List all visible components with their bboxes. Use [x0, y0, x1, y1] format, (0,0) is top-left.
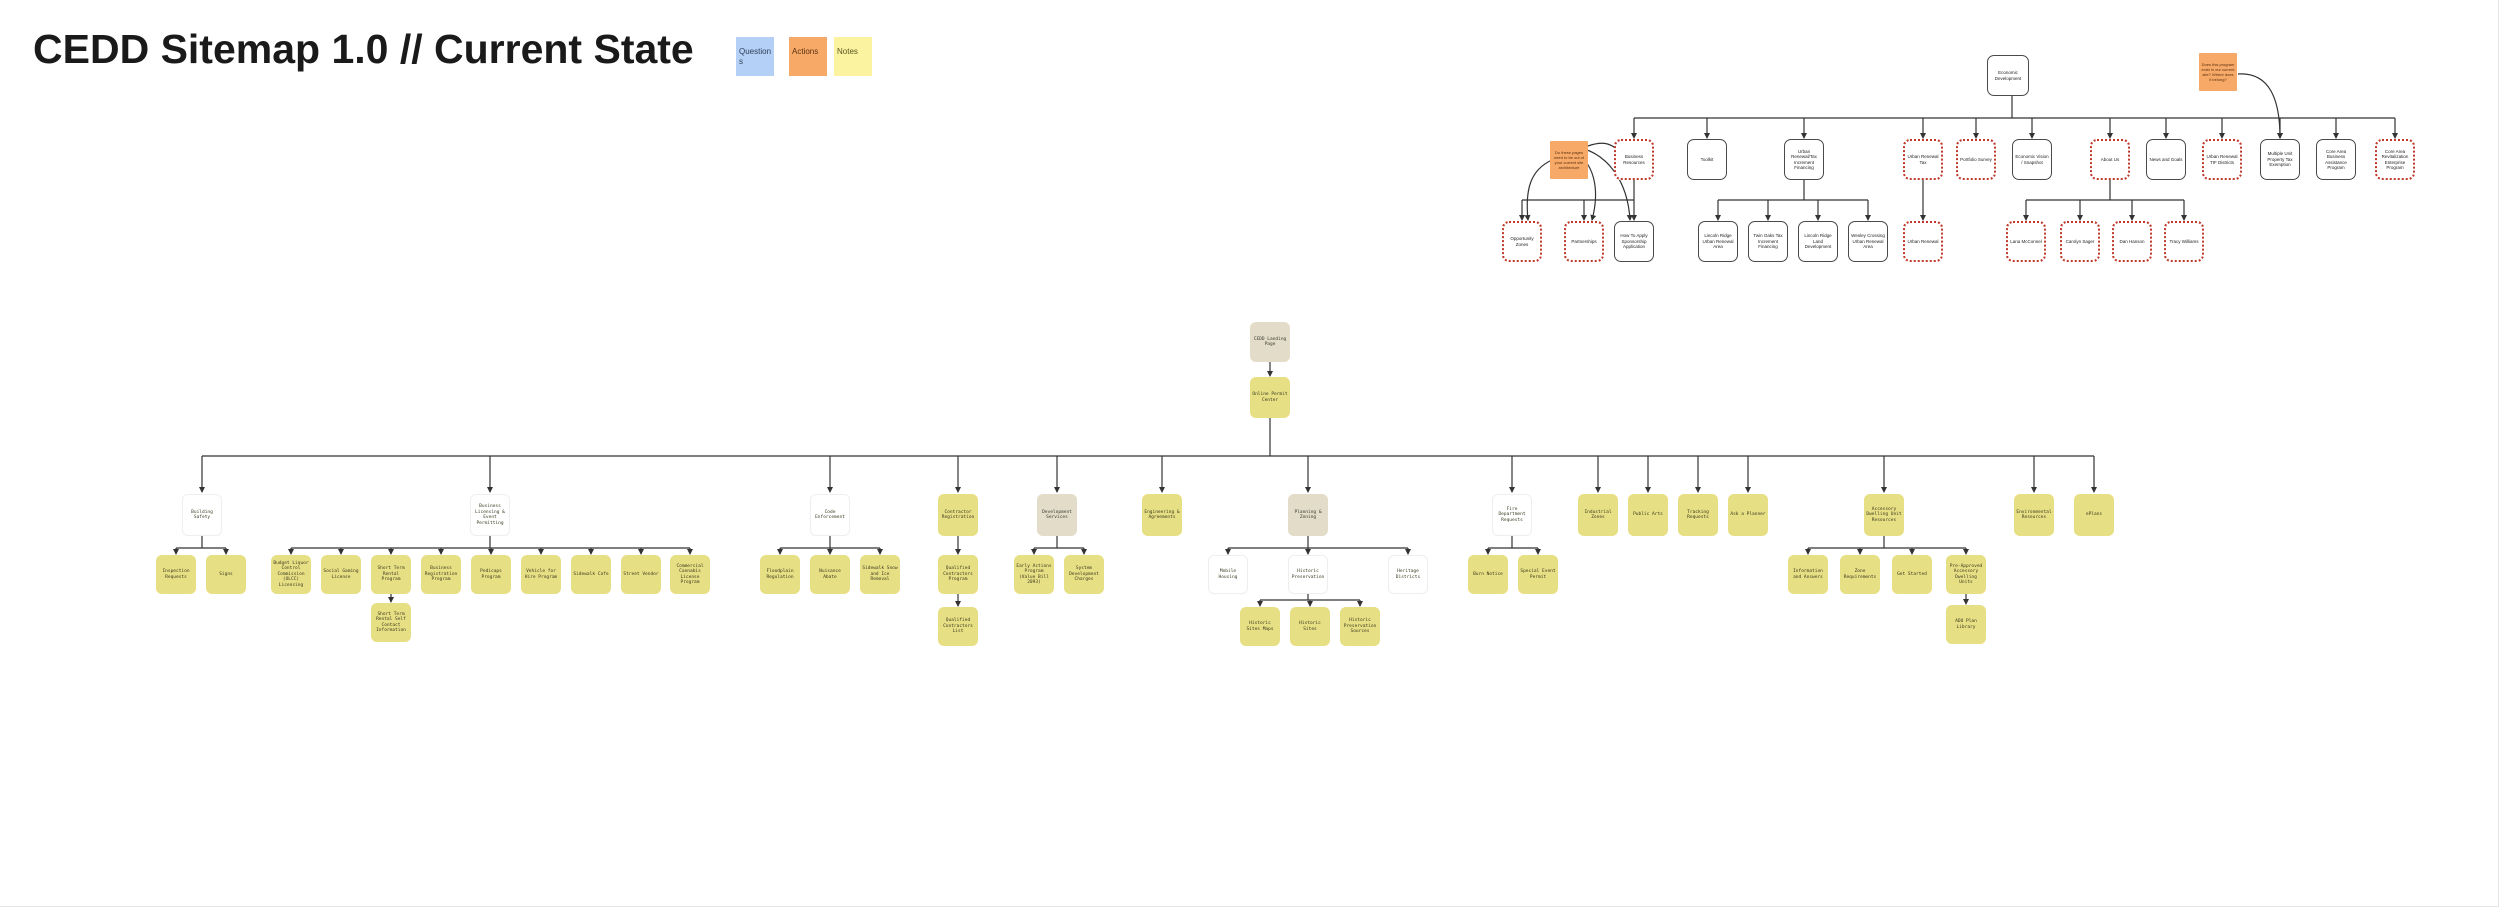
node-public-arts: Public Arts [1628, 494, 1668, 536]
node-nuisance-abate: Nuisance Abate [810, 555, 850, 594]
node-industrial-zones: Industrial Zones [1578, 494, 1618, 536]
node-special-event: Special Event Permit [1518, 555, 1558, 594]
node-historic-sites-maps: Historic Sites Maps [1240, 607, 1280, 646]
node-toolkit: Toolkit [1687, 139, 1727, 180]
node-person-1: Lana McConnel [2006, 221, 2046, 262]
node-person-3: Dan Hanson [2112, 221, 2152, 262]
node-inspection-requests: Inspection Requests [156, 555, 196, 594]
node-building-safety: Building Safety [182, 494, 222, 536]
node-person-2: Carolyn Sager [2060, 221, 2100, 262]
node-development-services: Development Services [1037, 494, 1077, 536]
node-core-area-business: Core Area Business Assistance Program [2316, 139, 2356, 180]
node-business-resources: Business Resources [1614, 139, 1654, 180]
node-signs: Signs [206, 555, 246, 594]
node-opportunity-zones: Opportunity Zones [1502, 221, 1542, 262]
node-environmental-resources: Environmental Resources [2014, 494, 2054, 536]
node-get-started: Get Started [1892, 555, 1932, 594]
node-planning-zoning: Planning & Zoning [1288, 494, 1328, 536]
node-zone-requirements: Zone Requirements [1840, 555, 1880, 594]
node-tracking-requests: Tracking Requests [1678, 494, 1718, 536]
node-portfolio-survey: Portfolio Survey [1956, 139, 1996, 180]
node-lincoln-ridge-land: Lincoln Ridge Land Development [1798, 221, 1838, 262]
node-floodplain: Floodplain Regulation [760, 555, 800, 594]
node-contractor-registration: Contractor Registration [938, 494, 978, 536]
node-business-registration: Business Registration Program [421, 555, 461, 594]
node-adu-plan-library: ADU Plan Library [1946, 605, 1986, 644]
node-eplans: ePlans [2074, 494, 2114, 536]
node-liquor-licensing: Budget Liquor Control Commission (OLCC) … [271, 555, 311, 594]
node-burn-notice: Burn Notice [1468, 555, 1508, 594]
node-lincoln-ridge-ura: Lincoln Ridge Urban Renewal Area [1698, 221, 1738, 262]
node-urban-renewal-tax: Urban Renewal Tax [1903, 139, 1943, 180]
node-fire-department: Fire Department Requests [1492, 494, 1532, 536]
node-multiple-unit-exemption: Multiple Unit Property Tax Exemption [2260, 139, 2300, 180]
node-sidewalk-snow: Sidewalk Snow and Ice Removal [860, 555, 900, 594]
node-cedd-landing: CEDD Landing Page [1250, 322, 1290, 362]
node-online-permit-center: Online Permit Center [1250, 377, 1290, 418]
node-historic-preservation-sources: Historic Preservation Sources [1340, 607, 1380, 646]
node-adu-resources: Accessory Dwelling Unit Resources [1864, 494, 1904, 536]
node-short-term-rental: Short Term Rental Program [371, 555, 411, 594]
node-cannabis-license: Commercial Cannabis License Program [670, 555, 710, 594]
node-system-development: System Development Charges [1064, 555, 1104, 594]
node-person-4: Tracy Williams [2164, 221, 2204, 262]
node-engineering-agreements: Engineering & Agreements [1142, 494, 1182, 536]
node-news-goals: News and Goals [2146, 139, 2186, 180]
node-how-to-apply: How To Apply Sponsorship Application [1614, 221, 1654, 262]
legend-notes: Notes [834, 37, 872, 76]
node-historic-preservation: Historic Preservation [1288, 555, 1328, 594]
node-partnerships: Partnerships [1564, 221, 1604, 262]
node-information-answers: Information and Answers [1788, 555, 1828, 594]
node-business-licensing: Business Licensing & Event Permitting [470, 494, 510, 536]
node-qualified-contractors-list: Qualified Contractors List [938, 607, 978, 646]
note-program-question: Does this program exist in our current s… [2199, 53, 2237, 91]
node-street-vendor: Street Vendor [621, 555, 661, 594]
node-urban-renewal-districts: Urban Renewal TIF Districts [2202, 139, 2242, 180]
node-wesley-crossing: Wesley Crossing Urban Renewal Area [1848, 221, 1888, 262]
legend-questions: Question s [736, 37, 774, 76]
node-str-contact: Short Term Rental Self Contact Informati… [371, 603, 411, 642]
legend-actions: Actions [789, 37, 827, 76]
node-code-enforcement: Code Enforcement [810, 494, 850, 536]
node-sidewalk-cafe: Sidewalk Cafe [571, 555, 611, 594]
node-heritage-districts: Heritage Districts [1388, 555, 1428, 594]
node-urban-renewal-tif: Urban Renewal/Tax Increment Financing [1784, 139, 1824, 180]
node-social-gaming: Social Gaming License [321, 555, 361, 594]
node-qualified-contractors-program: Qualified Contractors Program [938, 555, 978, 594]
node-vehicle-for-hire: Vehicle for Hire Program [521, 555, 561, 594]
node-about-us: About Us [2090, 139, 2130, 180]
node-mobile-housing: Mobile Housing [1208, 555, 1248, 594]
node-core-area-revitalization: Core Area Revitalization Enterprise Prog… [2375, 139, 2415, 180]
node-twin-oaks-tif: Twin Oaks Tax Increment Financing [1748, 221, 1788, 262]
node-economic-development: Economic Development [1987, 55, 2029, 96]
node-preapproved-adu: Pre-Approved Accessory Dwelling Units [1946, 555, 1986, 594]
node-urban-renewal: Urban Renewal [1903, 221, 1943, 262]
node-economic-snapshot: Economic Vision / Snapshot [2012, 139, 2052, 180]
node-pedicaps: Pedicaps Program [471, 555, 511, 594]
note-architecture-question: Do these pages need to be out of your cu… [1550, 141, 1588, 179]
node-early-actions: Early Actions Program (Value Bill 2093) [1014, 555, 1054, 594]
node-historic-sites: Historic Sites [1290, 607, 1330, 646]
page-title: CEDD Sitemap 1.0 // Current State [33, 26, 694, 72]
node-ask-planner: Ask a Planner [1728, 494, 1768, 536]
